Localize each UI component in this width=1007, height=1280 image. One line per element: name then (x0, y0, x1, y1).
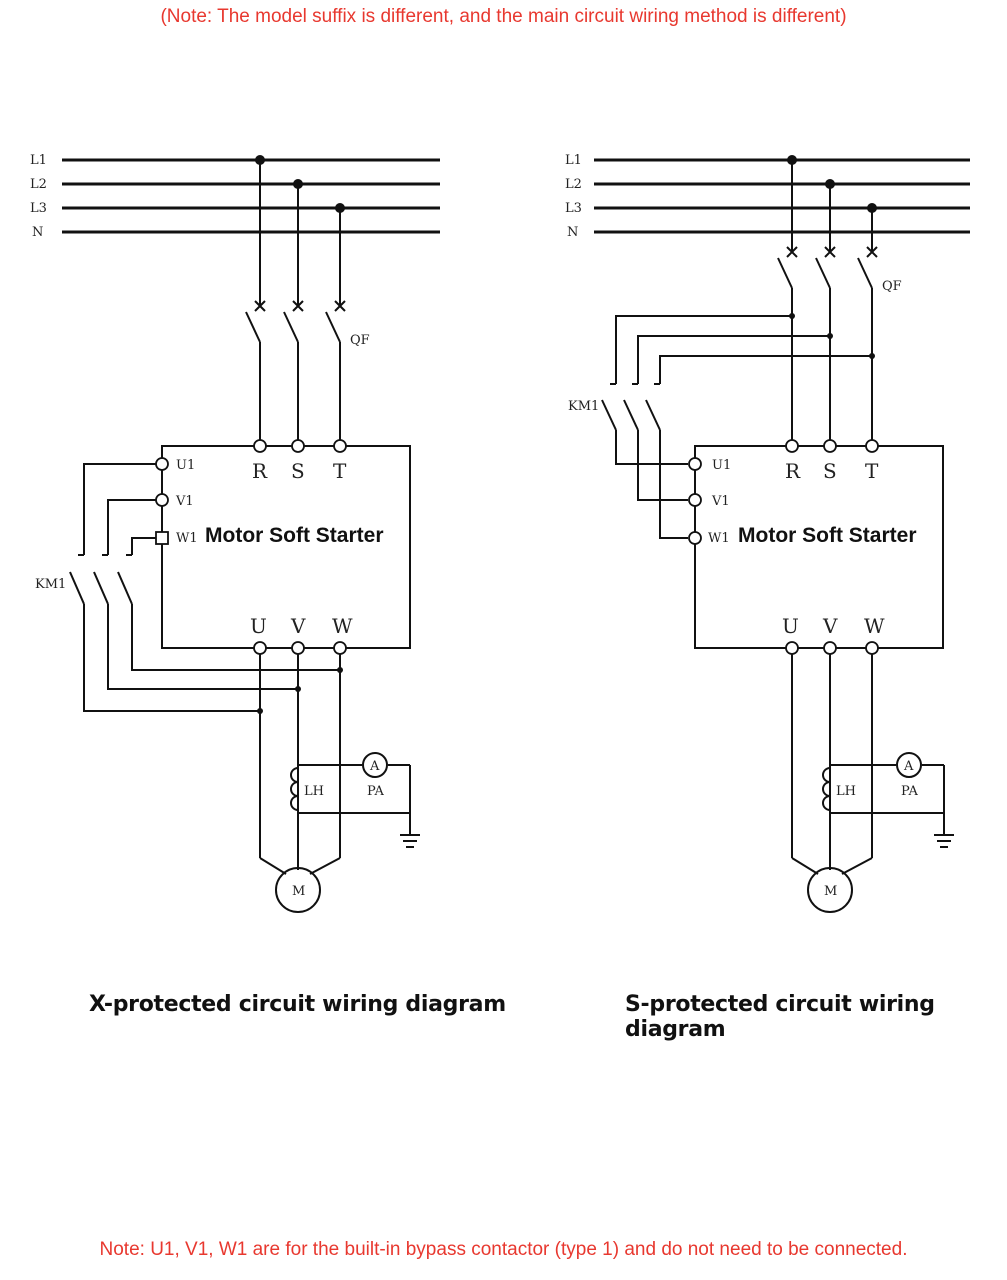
box-title: Motor Soft Starter (738, 524, 917, 547)
s-protected-caption: S-protected circuit wiring diagram (625, 992, 935, 1042)
terminal-u1: U1 (712, 458, 731, 473)
x-protected-caption: X-protected circuit wiring diagram (89, 992, 506, 1017)
terminal-r: R (785, 459, 801, 483)
bus-label-l3: L3 (565, 201, 582, 216)
top-note: (Note: The model suffix is different, an… (160, 6, 847, 27)
terminal-v1: V1 (711, 494, 730, 509)
breaker-qf: QF (245, 160, 370, 440)
contactor-label: KM1 (568, 399, 599, 414)
motor-circuit: M A PA LH (259, 654, 420, 913)
ammeter-symbol: A (369, 759, 380, 774)
breaker-label: QF (882, 279, 902, 294)
terminal-s: S (823, 459, 837, 483)
motor-label: M (292, 884, 305, 899)
terminal-v1: V1 (175, 494, 194, 509)
terminal-t: T (333, 459, 347, 483)
ammeter-label: PA (367, 784, 385, 799)
terminal-u: U (782, 614, 799, 638)
terminal-v: V (290, 614, 306, 638)
bus-label-l2: L2 (30, 177, 47, 192)
terminal-u1: U1 (176, 458, 195, 473)
soft-starter-box: R S T U1 V1 W1 Motor Soft Starter U V W (155, 439, 411, 655)
bus-bars: L1 L2 L3 N (30, 153, 440, 240)
ct-label: LH (836, 784, 856, 799)
box-title: Motor Soft Starter (205, 524, 384, 547)
bus-label-n: N (567, 225, 578, 240)
soft-starter-box: R S T U1 V1 W1 Motor Soft Starter U V W (688, 439, 944, 655)
ct-label: LH (304, 784, 324, 799)
terminal-r: R (252, 459, 268, 483)
terminal-s: S (291, 459, 305, 483)
bypass-contactor-km1: KM1 (568, 313, 875, 539)
breaker-label: QF (350, 333, 370, 348)
ammeter-symbol: A (903, 759, 914, 774)
x-protected-diagram: L1 L2 L3 N QF (30, 153, 440, 913)
bus-label-l1: L1 (30, 153, 47, 168)
s-protected-diagram: L1 L2 L3 N QF (565, 153, 970, 913)
terminal-w1: W1 (176, 531, 198, 546)
bus-label-l3: L3 (30, 201, 47, 216)
bus-label-n: N (32, 225, 43, 240)
terminal-u: U (250, 614, 267, 638)
bus-bars: L1 L2 L3 N (565, 153, 970, 240)
bypass-contactor-km1: KM1 (35, 463, 343, 714)
bus-label-l1: L1 (565, 153, 582, 168)
motor-label: M (824, 884, 837, 899)
terminal-v: V (822, 614, 838, 638)
terminal-t: T (865, 459, 879, 483)
breaker-qf: QF (777, 160, 902, 440)
terminal-w: W (332, 614, 353, 638)
bottom-note: Note: U1, V1, W1 are for the built-in by… (99, 1239, 908, 1260)
terminal-w: W (864, 614, 885, 638)
bus-label-l2: L2 (565, 177, 582, 192)
contactor-label: KM1 (35, 577, 66, 592)
ammeter-label: PA (901, 784, 919, 799)
terminal-w1: W1 (708, 531, 730, 546)
motor-circuit: M A PA LH (791, 654, 954, 913)
